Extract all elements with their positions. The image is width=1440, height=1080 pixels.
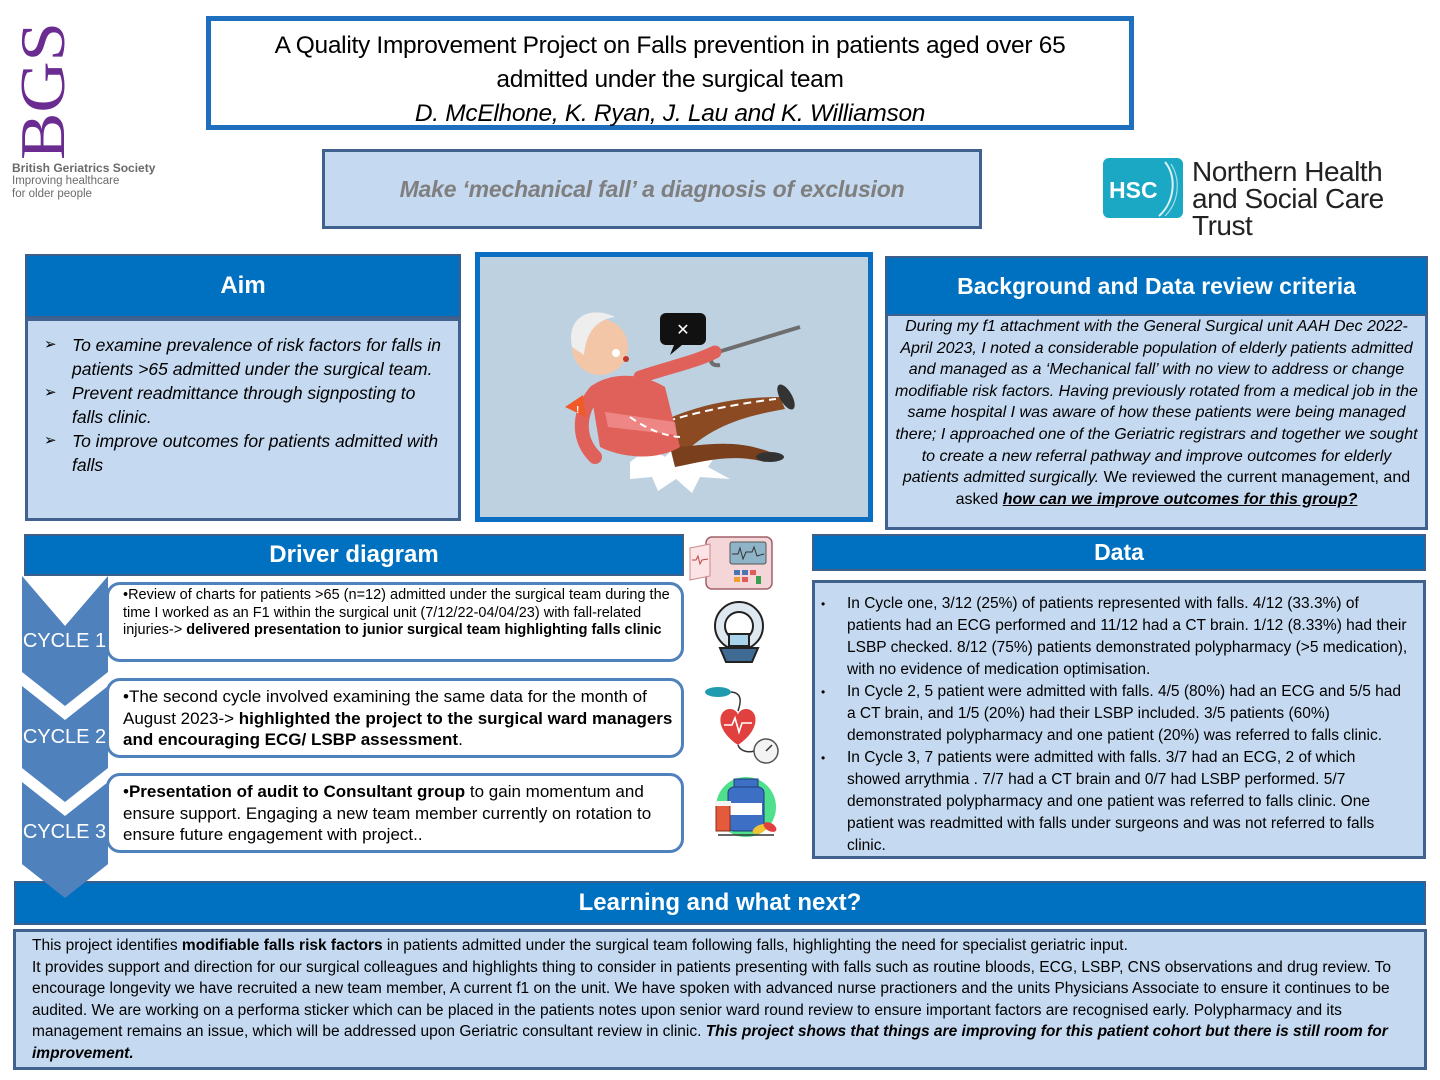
- arrow-bullet-icon: ➢: [44, 432, 57, 449]
- aim-item: ➢To examine prevalence of risk factors f…: [44, 335, 441, 379]
- bgs-tagline-1: Improving healthcare: [12, 175, 120, 187]
- data-item: •In Cycle 2, 5 patient were admitted wit…: [821, 683, 1402, 744]
- tagline-text: Make ‘mechanical fall’ a diagnosis of ex…: [399, 175, 905, 202]
- svg-text:!: !: [576, 405, 579, 416]
- learning-body: It provides support and direction for ou…: [32, 958, 1392, 1062]
- aim-list: ➢To examine prevalence of risk factors f…: [44, 333, 444, 477]
- aim-item: ➢Prevent readmittance through signpostin…: [44, 383, 416, 427]
- blood-pressure-heart-icon: [705, 687, 779, 764]
- cycle-2-text: The second cycle involved examining the …: [123, 687, 647, 728]
- title-line-2: admitted under the surgical team: [496, 66, 844, 93]
- arrow-bullet-icon: ➢: [44, 336, 57, 353]
- aim-panel: ➢To examine prevalence of risk factors f…: [25, 318, 461, 521]
- learning-intro: This project identifies modifiable falls…: [32, 937, 1128, 954]
- cycle-1-box: •Review of charts for patients >65 (n=12…: [106, 582, 684, 662]
- bgs-mark-text: BGS: [12, 22, 74, 160]
- cycle-1-label: CYCLE 1: [22, 630, 107, 652]
- medication-bottles-icon: [715, 777, 777, 837]
- aim-item: ➢To improve outcomes for patients admitt…: [44, 431, 439, 475]
- cycle-labels: CYCLE 1 CYCLE 2 CYCLE 3: [22, 576, 107, 898]
- data-item: •In Cycle one, 3/12 (25%) of patients re…: [821, 595, 1408, 678]
- ct-scanner-icon: [714, 601, 764, 663]
- driver-diagram-heading: Driver diagram: [24, 534, 684, 576]
- hsc-mark-text: HSC: [1109, 177, 1158, 203]
- learning-intro-bold: modifiable falls risk factors: [181, 937, 383, 954]
- bgs-logo-text: British Geriatrics Society Improving hea…: [12, 162, 197, 201]
- ecg-machine-icon: [689, 536, 773, 590]
- cycle-1-text: Review of charts for patients >65 (n=12)…: [123, 587, 670, 638]
- bullet: •: [821, 751, 826, 765]
- data-panel: •In Cycle one, 3/12 (25%) of patients re…: [812, 580, 1426, 859]
- cycle-2-label: CYCLE 2: [22, 726, 107, 748]
- learning-panel: This project identifies modifiable falls…: [13, 929, 1427, 1070]
- data-heading: Data: [812, 534, 1426, 571]
- data-list: •In Cycle one, 3/12 (25%) of patients re…: [819, 593, 1413, 857]
- authors: D. McElhone, K. Ryan, J. Lau and K. Will…: [414, 100, 926, 127]
- hsc-logo-text: Northern Health and Social Care Trust: [1192, 156, 1440, 241]
- cycle-3-label: CYCLE 3: [22, 821, 107, 843]
- learning-heading: Learning and what next?: [14, 881, 1426, 925]
- cycle-1-bold: delivered presentation to junior surgica…: [186, 622, 662, 638]
- bullet: •: [123, 687, 129, 706]
- background-heading: Background and Data review criteria: [885, 256, 1428, 316]
- bgs-logo-mark: BGS: [7, 20, 78, 160]
- tagline-banner: Make ‘mechanical fall’ a diagnosis of ex…: [322, 149, 982, 229]
- cycle-3-box: •Presentation of audit to Consultant gro…: [106, 773, 684, 853]
- hsc-name-2: and Social Care Trust: [1192, 183, 1384, 241]
- bgs-tagline-2: for older people: [12, 188, 92, 200]
- bullet: •: [821, 597, 826, 611]
- falling-man-illustration: ✕ !: [475, 252, 873, 522]
- cycle-2-bold: highlighted the project to the surgical …: [123, 708, 673, 750]
- cycle-1-chevron: [22, 576, 108, 706]
- background-question: how can we improve outcomes for this gro…: [1002, 490, 1358, 508]
- hsc-logo: HSC: [1103, 158, 1183, 218]
- bgs-name: British Geriatrics Society: [12, 161, 156, 175]
- elderly-man-falling-icon: ✕ !: [565, 312, 801, 493]
- cycle-arrow-tip: [22, 864, 108, 898]
- background-panel: During my f1 attachment with the General…: [885, 316, 1428, 530]
- cycle-3-text: to gain momentum and ensure support. Eng…: [123, 782, 652, 844]
- title-line-1: A Quality Improvement Project on Falls p…: [274, 32, 1066, 59]
- background-text: During my f1 attachment with the General…: [895, 318, 1418, 487]
- bullet: •: [821, 685, 826, 699]
- bullet: •: [123, 782, 129, 801]
- learning-conclusion: This project shows that things are impro…: [32, 1023, 1388, 1062]
- cycle-2-chevron: [22, 686, 108, 802]
- poster-title: A Quality Improvement Project on Falls p…: [206, 16, 1134, 130]
- bullet: •: [123, 587, 129, 603]
- background-text-normal: We reviewed the current management, and …: [955, 469, 1411, 508]
- data-item: •In Cycle 3, 7 patients were admitted wi…: [821, 749, 1375, 854]
- svg-text:✕: ✕: [676, 322, 689, 339]
- cycle-3-bold: Presentation of audit to Consultant grou…: [128, 782, 466, 801]
- cycle-2-box: •The second cycle involved examining the…: [106, 678, 684, 758]
- aim-heading: Aim: [25, 254, 461, 318]
- arrow-bullet-icon: ➢: [44, 384, 57, 401]
- hsc-name-1: Northern Health: [1192, 156, 1383, 187]
